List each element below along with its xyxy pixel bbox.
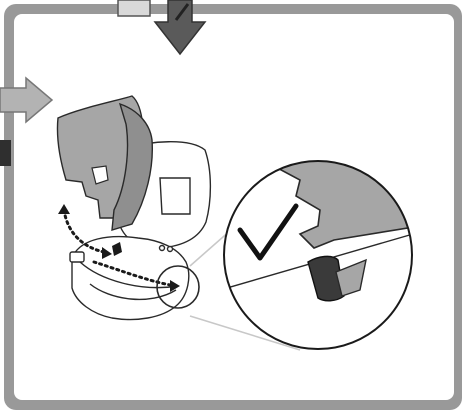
seat-hole-right: [168, 247, 173, 252]
seat-hole-left: [160, 246, 165, 251]
seat-buckle: [70, 252, 84, 262]
left-dark-block: [0, 140, 11, 166]
down-arrow-light-block: [118, 0, 150, 16]
